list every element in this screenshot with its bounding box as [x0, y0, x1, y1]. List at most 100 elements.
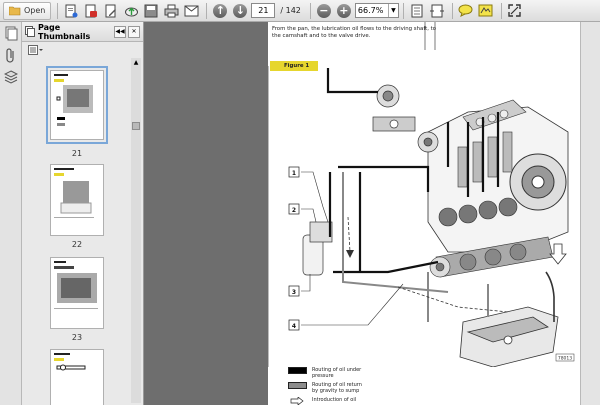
toolbar-divider [500, 2, 502, 19]
outline-arrow-icon [290, 397, 304, 405]
attachments-tab[interactable] [0, 44, 22, 66]
arrow-up-icon: ↑ [213, 3, 228, 18]
email-button[interactable] [182, 2, 200, 20]
oil-intake-arrow [545, 243, 567, 322]
printer-button[interactable] [162, 2, 180, 20]
page-thumbnails-panel: Page Thumbnails ◀◀ ✕ 21 22 [22, 22, 144, 405]
fit-width-icon [429, 4, 444, 17]
oil-pan-drawing [459, 306, 559, 367]
layers-icon [4, 70, 18, 84]
next-page-button[interactable]: ↓ [231, 2, 249, 20]
fit-page-icon [411, 4, 423, 17]
thumbnail-options[interactable] [22, 42, 143, 58]
comment-button[interactable] [457, 2, 475, 20]
edit-icon [105, 4, 117, 17]
scrollbar-thumb[interactable] [132, 122, 140, 130]
create-pdf-button[interactable] [82, 2, 100, 20]
callout-leaders [301, 171, 404, 326]
double-chevron-left-icon: ◀◀ [115, 28, 125, 35]
page-thumbnail-23[interactable] [50, 257, 104, 329]
thumbnail-image [54, 74, 93, 126]
toolbar-divider [206, 2, 208, 19]
zoom-in-button[interactable]: + [335, 2, 353, 20]
comment-icon [458, 4, 473, 17]
cloud-upload-icon [124, 7, 138, 16]
cloud-upload-button[interactable] [122, 2, 140, 20]
save-button[interactable] [142, 2, 160, 20]
toolbar-divider [57, 2, 59, 19]
email-icon [184, 5, 199, 16]
legend-text: by gravity to sump [312, 388, 360, 394]
page-thumbnail-21[interactable] [46, 66, 108, 144]
main-toolbar: Open ↑ ↓ / 142 − + ▼ [0, 0, 600, 22]
callout-number: 2 [292, 207, 296, 214]
print-icon [65, 4, 78, 17]
save-disk-icon [144, 4, 158, 17]
thumbnails-header: Page Thumbnails ◀◀ ✕ [22, 22, 143, 42]
legend-item: Introduction of oil [288, 397, 362, 405]
document-scrollbar[interactable] [580, 22, 600, 405]
intro-line: From the pan, the lubrication oil flows … [272, 26, 437, 32]
lubrication-diagram: 1 2 3 4 78013 [268, 22, 575, 367]
legend-item: Routing of oil under pressure [288, 367, 362, 379]
intro-paragraph: From the pan, the lubrication oil flows … [272, 26, 472, 40]
zoom-out-icon: − [316, 3, 331, 18]
legend-text: pressure [312, 373, 334, 379]
layers-tab[interactable] [0, 66, 22, 88]
arrow-down-icon: ↓ [233, 3, 248, 18]
page-thumbnail[interactable] [50, 349, 104, 405]
thumbnail-scrollbar[interactable]: ▲ [131, 58, 141, 403]
printer-icon [164, 4, 179, 17]
save-icon [85, 4, 98, 17]
open-button-label: Open [24, 6, 46, 15]
callout-boxes [288, 166, 300, 331]
intro-line: the camshaft and to the valve drive. [272, 33, 371, 39]
callout-number: 1 [292, 170, 296, 177]
thumbnail-label: 22 [71, 240, 83, 249]
navigation-rail [0, 22, 22, 405]
document-background [144, 22, 268, 405]
thumbnail-label: 23 [71, 333, 83, 342]
arrow-head [346, 250, 354, 258]
legend-text: Routing of oil under [312, 367, 362, 373]
fit-page-button[interactable] [408, 2, 426, 20]
collapse-panel-button[interactable]: ◀◀ [114, 25, 126, 38]
pages-icon [5, 26, 17, 40]
page-thumbnails-tab[interactable] [0, 22, 22, 44]
toolbar-divider [451, 2, 453, 19]
figure-label: Figure 1 [270, 61, 318, 71]
sign-button[interactable] [477, 2, 495, 20]
full-screen-button[interactable] [506, 2, 524, 20]
previous-page-button[interactable]: ↑ [211, 2, 229, 20]
zoom-out-button[interactable]: − [315, 2, 333, 20]
scroll-up-icon[interactable]: ▲ [133, 59, 139, 66]
oil-filter-drawing [302, 221, 333, 276]
legend-swatch [288, 367, 307, 374]
toolbar-divider [309, 2, 311, 19]
sign-icon [478, 4, 493, 17]
oil-pump-drawing [372, 84, 439, 153]
pressure-oil-routes [326, 68, 500, 274]
legend-text: Introduction of oil [312, 397, 357, 403]
flow-arrows [347, 216, 509, 313]
fit-width-button[interactable] [428, 2, 446, 20]
page-thumbnail-22[interactable] [50, 164, 104, 236]
expand-icon [508, 4, 522, 17]
legend-item: Routing of oil return by gravity to sump [288, 382, 362, 394]
callout-number: 3 [292, 289, 296, 296]
diagram-legend: Routing of oil under pressure Routing of… [288, 367, 362, 405]
thumbnail-image [54, 168, 94, 218]
paperclip-icon [6, 47, 14, 63]
zoom-input[interactable] [355, 6, 388, 15]
toolbar-divider [402, 2, 404, 19]
legend-swatch [288, 382, 307, 389]
open-button[interactable]: Open [3, 1, 52, 20]
zoom-select[interactable]: ▼ [354, 3, 399, 18]
edit-button[interactable] [102, 2, 120, 20]
options-menu-icon [28, 45, 43, 55]
print-button[interactable] [62, 2, 80, 20]
legend-text: Routing of oil return [312, 382, 362, 388]
close-panel-button[interactable]: ✕ [128, 25, 140, 38]
page-number-input[interactable] [251, 3, 276, 18]
chevron-down-icon[interactable]: ▼ [387, 4, 398, 17]
